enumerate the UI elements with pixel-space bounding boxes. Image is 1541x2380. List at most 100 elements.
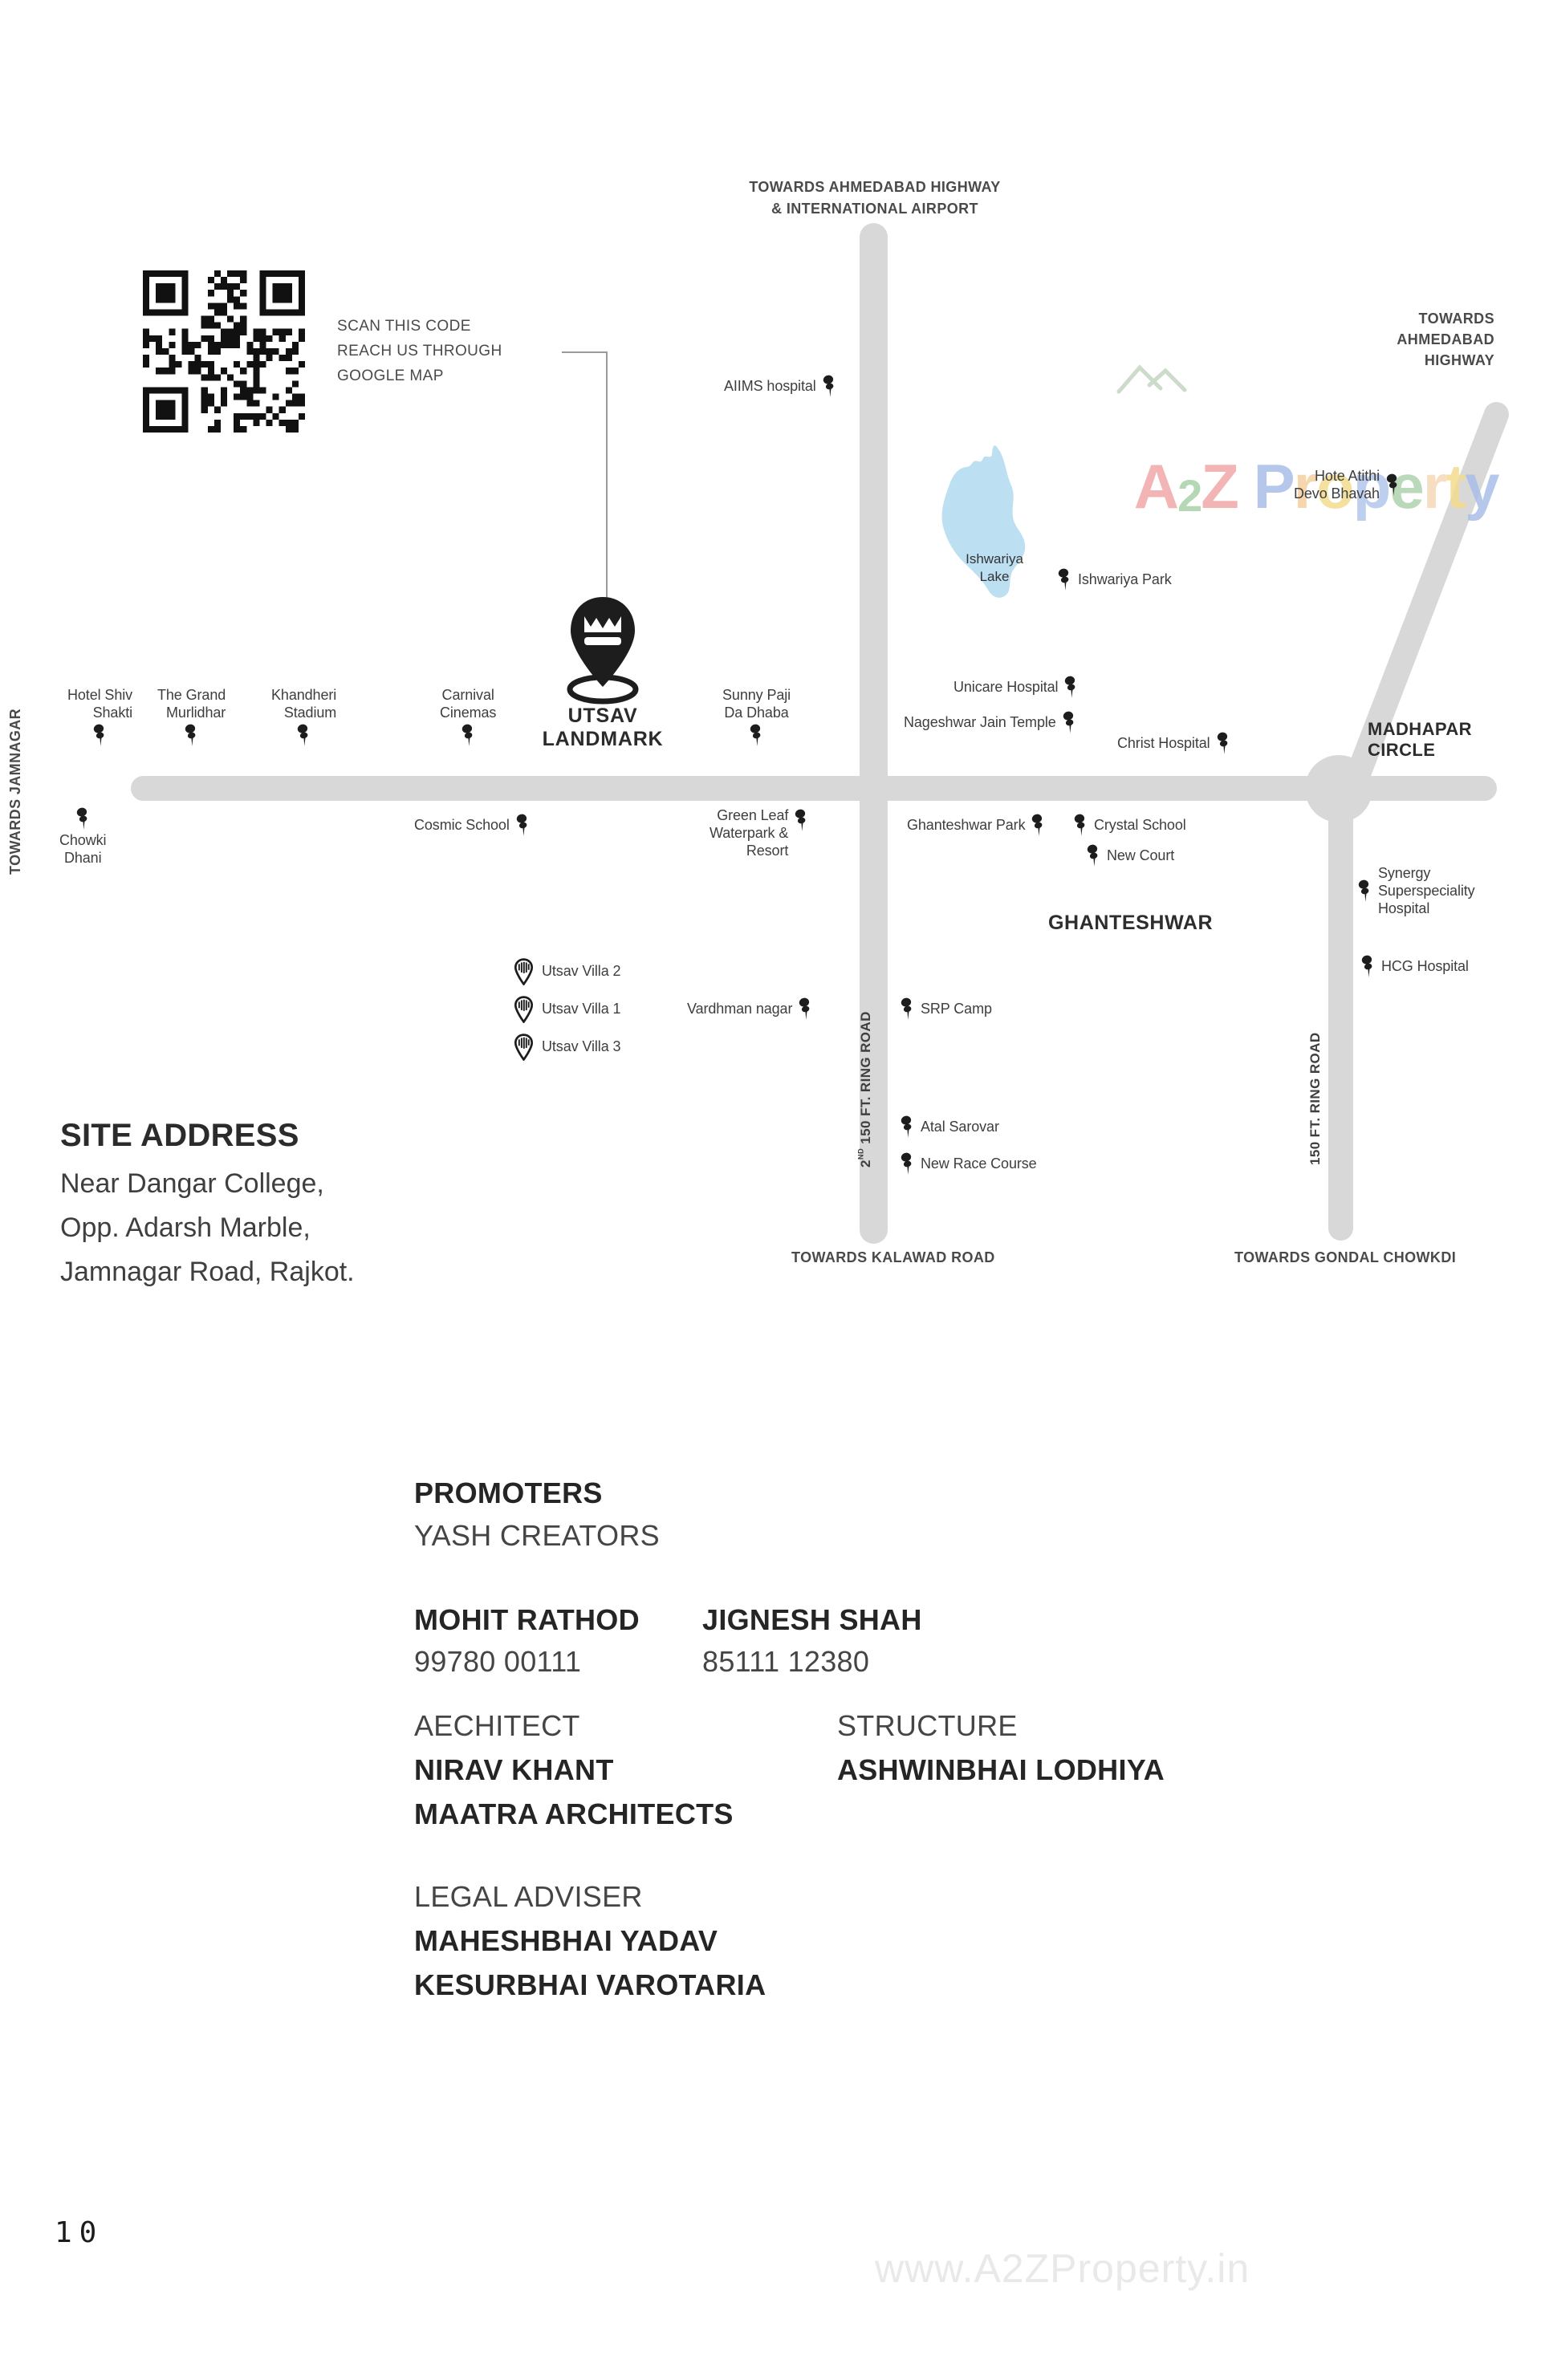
label-madhapar-circle: MADHAPAR CIRCLE bbox=[1368, 719, 1472, 761]
label-2nd-150ft-ring-road: 2ND 150 FT. RING ROAD bbox=[835, 993, 876, 1186]
pushpin-icon bbox=[821, 375, 838, 398]
label-towards-ahmedabad-airport: TOWARDS AHMEDABAD HIGHWAY & INTERNATIONA… bbox=[749, 179, 1001, 217]
brand-letter: y bbox=[1465, 451, 1499, 522]
poi-hotel-shiv-shakti: Hotel Shiv Shakti bbox=[67, 687, 132, 747]
pushpin-icon bbox=[1356, 879, 1373, 903]
pushpin-icon bbox=[797, 997, 814, 1021]
pushpin-icon bbox=[295, 724, 312, 747]
site-watermark: www.A2ZProperty.in bbox=[875, 2246, 1250, 2291]
pushpin-icon bbox=[460, 724, 477, 747]
poi-label: Christ Hospital bbox=[1117, 734, 1210, 751]
page-number: 10 bbox=[55, 2216, 104, 2249]
ishwariya-lake-shape bbox=[941, 445, 1026, 598]
site-address-lines: Near Dangar College, Opp. Adarsh Marble,… bbox=[60, 1168, 355, 1288]
pushpin-icon bbox=[1030, 814, 1047, 837]
poi-label: Synergy Superspeciality Hospital bbox=[1378, 865, 1475, 916]
pushpin-icon bbox=[899, 1152, 916, 1176]
poi-hcg-hospital: HCG Hospital bbox=[1360, 955, 1469, 978]
ring2-sup: ND bbox=[856, 1148, 865, 1160]
pushpin-icon bbox=[1056, 568, 1073, 591]
ring2-num: 2 bbox=[858, 1160, 874, 1168]
poi-carnival-cinemas: Carnival Cinemas bbox=[440, 687, 496, 747]
poi-hote-atithi-devo-bhavah: Hote Atithi Devo Bhavah bbox=[1294, 468, 1401, 503]
utsav-landmark-pin-icon bbox=[567, 597, 639, 705]
brand-letter: Z bbox=[1201, 451, 1239, 522]
poi-the-grand-murlidhar: The Grand Murlidhar bbox=[157, 687, 226, 747]
lake-label: Ishwariya Lake bbox=[966, 551, 1023, 585]
pushpin-icon bbox=[899, 1115, 916, 1139]
poi-ghanteshwar-park: Ghanteshwar Park bbox=[907, 814, 1047, 837]
poi-sunny-paji-da-dhaba: Sunny Paji Da Dhaba bbox=[722, 687, 791, 747]
poi-cosmic-school: Cosmic School bbox=[414, 814, 531, 837]
poi-label: Cosmic School bbox=[414, 816, 510, 833]
poi-label: Crystal School bbox=[1094, 816, 1186, 833]
poi-utsav-villa-3: Utsav Villa 3 bbox=[514, 1034, 621, 1061]
poi-label: Chowki Dhani bbox=[59, 832, 107, 866]
ring2-rest: 150 FT. RING ROAD bbox=[858, 1011, 874, 1149]
poi-srp-camp: SRP Camp bbox=[899, 997, 992, 1021]
villa-pin-icon bbox=[514, 1034, 534, 1061]
poi-synergy-superspeciality-hospital: Synergy Superspeciality Hospital bbox=[1356, 865, 1475, 918]
villa-pin-icon bbox=[514, 958, 534, 985]
poi-label: New Court bbox=[1107, 847, 1175, 863]
poi-aiims-hospital: AIIMS hospital bbox=[724, 375, 838, 398]
poi-label: Khandheri Stadium bbox=[271, 687, 337, 721]
poi-label: HCG Hospital bbox=[1381, 957, 1469, 974]
contact1-phone: 99780 00111 bbox=[414, 1645, 582, 1678]
poi-label: SRP Camp bbox=[921, 1000, 992, 1017]
label-towards-ahmedabad-highway: TOWARDS AHMEDABAD HIGHWAY bbox=[1397, 311, 1494, 369]
pushpin-icon bbox=[1061, 711, 1078, 734]
contact2-name: JIGNESH SHAH bbox=[702, 1603, 922, 1636]
pushpin-icon bbox=[1072, 814, 1089, 837]
poi-ishwariya-park: Ishwariya Park bbox=[1056, 568, 1172, 591]
pushpin-icon bbox=[1063, 676, 1080, 699]
villa-pin-icon bbox=[514, 996, 534, 1023]
poi-utsav-villa-2: Utsav Villa 2 bbox=[514, 958, 621, 985]
architect-firm: MAATRA ARCHITECTS bbox=[414, 1797, 734, 1830]
brand-letter: o bbox=[1316, 451, 1355, 522]
qr-connector-line-v bbox=[606, 351, 608, 598]
pushpin-icon bbox=[1215, 732, 1232, 755]
road-150ft-ring bbox=[1328, 785, 1353, 1241]
madhapar-circle-junction bbox=[1305, 755, 1372, 822]
architect-title: AECHITECT bbox=[414, 1709, 580, 1742]
brand-letter: A bbox=[1133, 451, 1179, 522]
brand-roof-doodle-icon bbox=[1116, 364, 1187, 394]
label-ghanteshwar: GHANTESHWAR bbox=[1048, 912, 1214, 934]
a2z-property-watermark: A2Z Property bbox=[1073, 377, 1500, 596]
architect-name: NIRAV KHANT bbox=[414, 1753, 614, 1786]
utsav-line: UTSAV bbox=[567, 705, 638, 727]
label-towards-jamnagar: TOWARDS JAMNAGAR bbox=[7, 708, 23, 875]
brand-letter: r bbox=[1293, 451, 1318, 522]
legal-adviser-name-1: MAHESHBHAI YADAV bbox=[414, 1924, 718, 1957]
poi-label: Green Leaf Waterpark & Resort bbox=[710, 807, 789, 859]
structure-title: STRUCTURE bbox=[837, 1709, 1018, 1742]
poi-christ-hospital: Christ Hospital bbox=[1117, 732, 1232, 755]
poi-chowki-dhani: Chowki Dhani bbox=[59, 807, 107, 867]
road-2nd-ring bbox=[860, 223, 888, 1244]
poi-label: Hote Atithi Devo Bhavah bbox=[1294, 468, 1380, 502]
poi-label: Carnival Cinemas bbox=[440, 687, 497, 721]
structure-name: ASHWINBHAI LODHIYA bbox=[837, 1753, 1165, 1786]
qr-caption: SCAN THIS CODE REACH US THROUGH GOOGLE M… bbox=[337, 318, 502, 384]
pushpin-icon bbox=[793, 809, 810, 832]
poi-label: Ishwariya Park bbox=[1078, 571, 1172, 587]
brand-letter: t bbox=[1445, 451, 1466, 522]
poi-label: Nageshwar Jain Temple bbox=[904, 713, 1056, 730]
poi-khandheri-stadium: Khandheri Stadium bbox=[271, 687, 336, 747]
poi-green-leaf-waterpark: Green Leaf Waterpark & Resort bbox=[710, 807, 810, 860]
pushpin-icon bbox=[514, 814, 531, 837]
pushpin-icon bbox=[75, 807, 91, 831]
label-150ft-ring-road: 150 FT. RING ROAD bbox=[1307, 1032, 1323, 1165]
pushpin-icon bbox=[91, 724, 108, 747]
brand-letter: r bbox=[1422, 451, 1447, 522]
promoters-name: YASH CREATORS bbox=[414, 1519, 660, 1552]
label-towards-gondal-chowkdi: TOWARDS GONDAL CHOWKDI bbox=[1234, 1249, 1457, 1265]
pushpin-icon bbox=[899, 997, 916, 1021]
road-main-horizontal bbox=[131, 776, 1497, 801]
poi-crystal-school: Crystal School bbox=[1072, 814, 1186, 837]
contact2-phone: 85111 12380 bbox=[702, 1645, 870, 1678]
poi-label: The Grand Murlidhar bbox=[157, 687, 226, 721]
poi-label: Vardhman nagar bbox=[687, 1000, 793, 1017]
